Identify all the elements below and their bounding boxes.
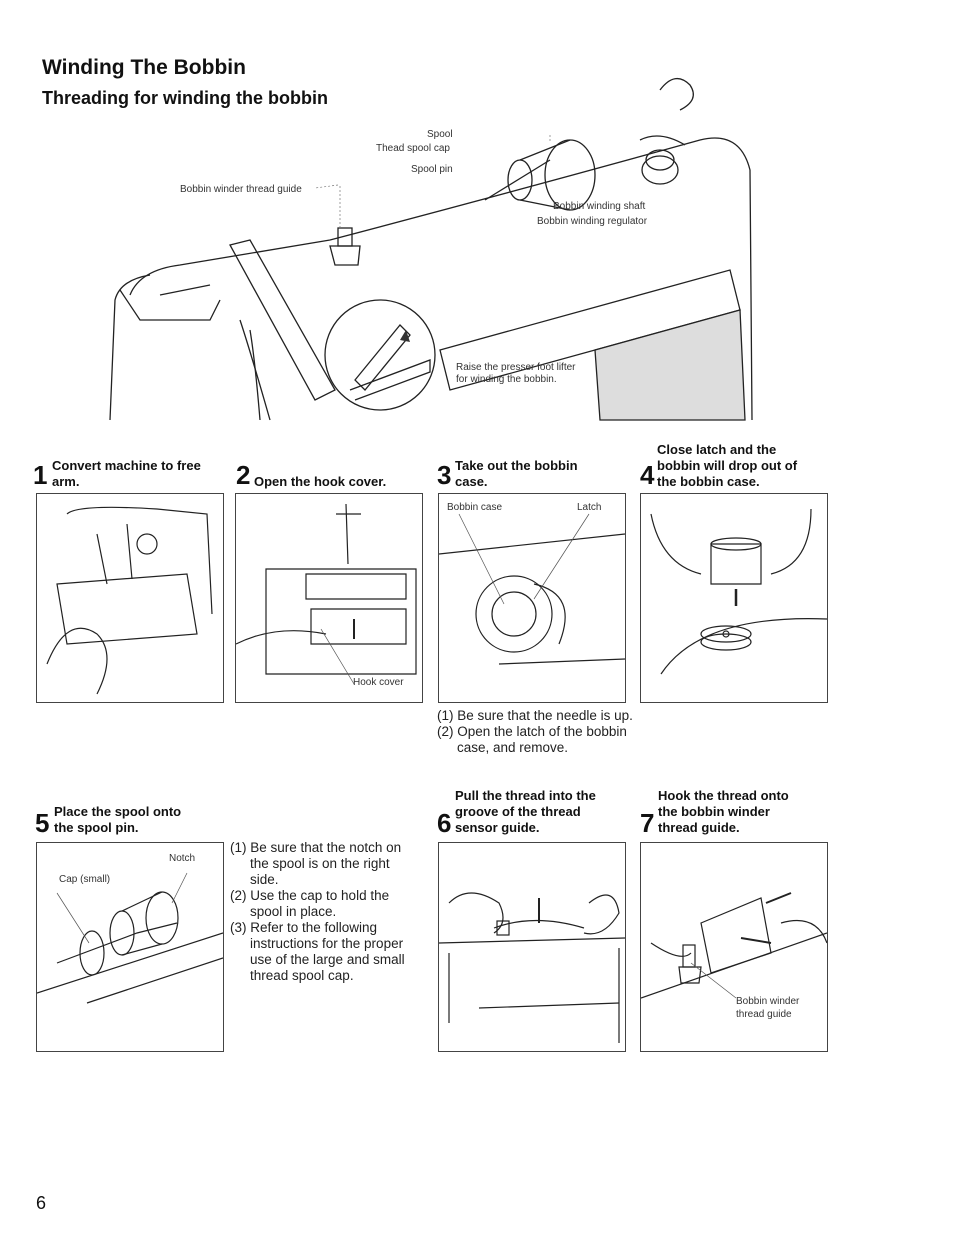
step-6-figure bbox=[438, 842, 626, 1052]
callout-thread-spool-cap: Thead spool cap bbox=[376, 143, 450, 154]
label-bobbin-winder-line1: Bobbin winder bbox=[736, 996, 800, 1007]
section-subtitle: Threading for winding the bobbin bbox=[42, 88, 328, 108]
step-2-figure: Hook cover bbox=[235, 493, 423, 703]
step-5-figure: Notch Cap (small) bbox=[36, 842, 224, 1052]
callout-bobbin-winder-thread-guide: Bobbin winder thread guide bbox=[180, 184, 302, 195]
callout-presser-foot-line1: Raise the presser foot lifter bbox=[456, 362, 576, 373]
step-2-number: 2 bbox=[236, 460, 251, 490]
step-5-number: 5 bbox=[35, 808, 50, 838]
page-title: Winding The Bobbin bbox=[42, 56, 246, 79]
step-5-notes: (1) Be sure that the notch on the spool … bbox=[230, 840, 405, 983]
label-cap-small: Cap (small) bbox=[59, 874, 111, 885]
label-hook-cover: Hook cover bbox=[353, 677, 404, 688]
machine-illustration bbox=[100, 60, 760, 430]
label-bobbin-winder-line2: thread guide bbox=[736, 1009, 792, 1020]
step-4-figure bbox=[640, 493, 828, 703]
step-7-figure: Bobbin winder thread guide bbox=[640, 842, 828, 1052]
callout-presser-foot-line2: for winding the bobbin. bbox=[456, 374, 557, 385]
callout-spool-pin: Spool pin bbox=[411, 164, 453, 175]
step-1-number: 1 bbox=[33, 460, 48, 490]
step-3-figure: Bobbin case Latch bbox=[438, 493, 626, 703]
label-bobbin-case: Bobbin case bbox=[447, 502, 503, 513]
label-notch: Notch bbox=[169, 853, 196, 864]
step-3-notes: (1) Be sure that the needle is up. (2) O… bbox=[437, 708, 633, 755]
step-2-title: Open the hook cover. bbox=[254, 474, 387, 489]
page-number: 6 bbox=[36, 1193, 47, 1213]
step-7-number: 7 bbox=[640, 808, 655, 838]
step-3-number: 3 bbox=[437, 460, 452, 490]
sewing-machine-drawing bbox=[109, 78, 753, 421]
step-1-figure bbox=[36, 493, 224, 703]
label-latch: Latch bbox=[577, 502, 602, 513]
step-6-number: 6 bbox=[437, 808, 452, 838]
callout-bobbin-winding-shaft: Bobbin winding shaft bbox=[553, 201, 646, 212]
step-4-number: 4 bbox=[640, 460, 655, 490]
callout-bobbin-winding-regulator: Bobbin winding regulator bbox=[537, 216, 648, 227]
callout-spool: Spool bbox=[427, 129, 453, 140]
